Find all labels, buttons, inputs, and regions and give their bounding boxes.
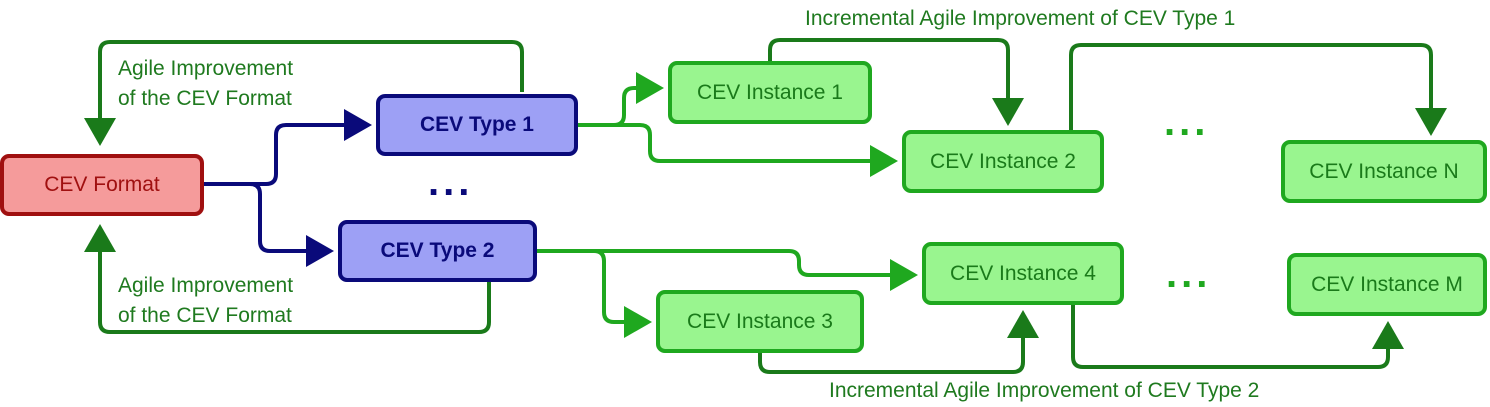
node-cev-instance-1: CEV Instance 1 — [668, 61, 872, 124]
edge-instance3-to-instance4-improvement — [758, 310, 1039, 374]
node-cev-type-2: CEV Type 2 — [338, 220, 537, 282]
edge-format-to-type1 — [204, 109, 372, 186]
node-cev-type-1: CEV Type 1 — [376, 94, 578, 156]
edge-type2-to-instance4 — [537, 249, 918, 291]
edge-instance4-to-instanceM-improvement — [1071, 305, 1404, 369]
edge-instance1-to-instance2-improvement — [768, 38, 1024, 126]
label-incremental-improvement-type1: Incremental Agile Improvement of CEV Typ… — [805, 7, 1236, 30]
edge-type1-feedback-to-format — [84, 40, 524, 146]
edge-type1-to-instance1 — [578, 72, 664, 127]
node-cev-instance-n: CEV Instance N — [1281, 140, 1487, 203]
ellipsis-more-types: ... — [428, 160, 474, 204]
node-cev-format: CEV Format — [0, 154, 204, 216]
edge-instance2-to-instanceN-improvement — [1069, 43, 1447, 136]
label-agile-improvement-bottom-line2: of the CEV Format — [118, 304, 292, 327]
edge-type2-feedback-to-format — [84, 224, 491, 334]
node-cev-instance-2: CEV Instance 2 — [902, 130, 1104, 193]
ellipsis-more-instances-row2: ... — [1166, 252, 1212, 296]
edge-type1-to-instance2 — [578, 123, 898, 177]
edge-type2-to-instance3 — [537, 249, 652, 338]
node-cev-instance-3: CEV Instance 3 — [656, 290, 864, 353]
label-agile-improvement-top-line2: of the CEV Format — [118, 87, 292, 110]
edge-format-to-type2 — [204, 182, 334, 267]
ellipsis-more-instances-row1: ... — [1164, 100, 1210, 144]
label-agile-improvement-bottom-line1: Agile Improvement — [118, 274, 294, 297]
node-cev-instance-m: CEV Instance M — [1287, 253, 1487, 316]
label-agile-improvement-top-line1: Agile Improvement — [118, 57, 294, 80]
label-incremental-improvement-type2: Incremental Agile Improvement of CEV Typ… — [829, 379, 1260, 402]
node-cev-instance-4: CEV Instance 4 — [922, 242, 1124, 305]
